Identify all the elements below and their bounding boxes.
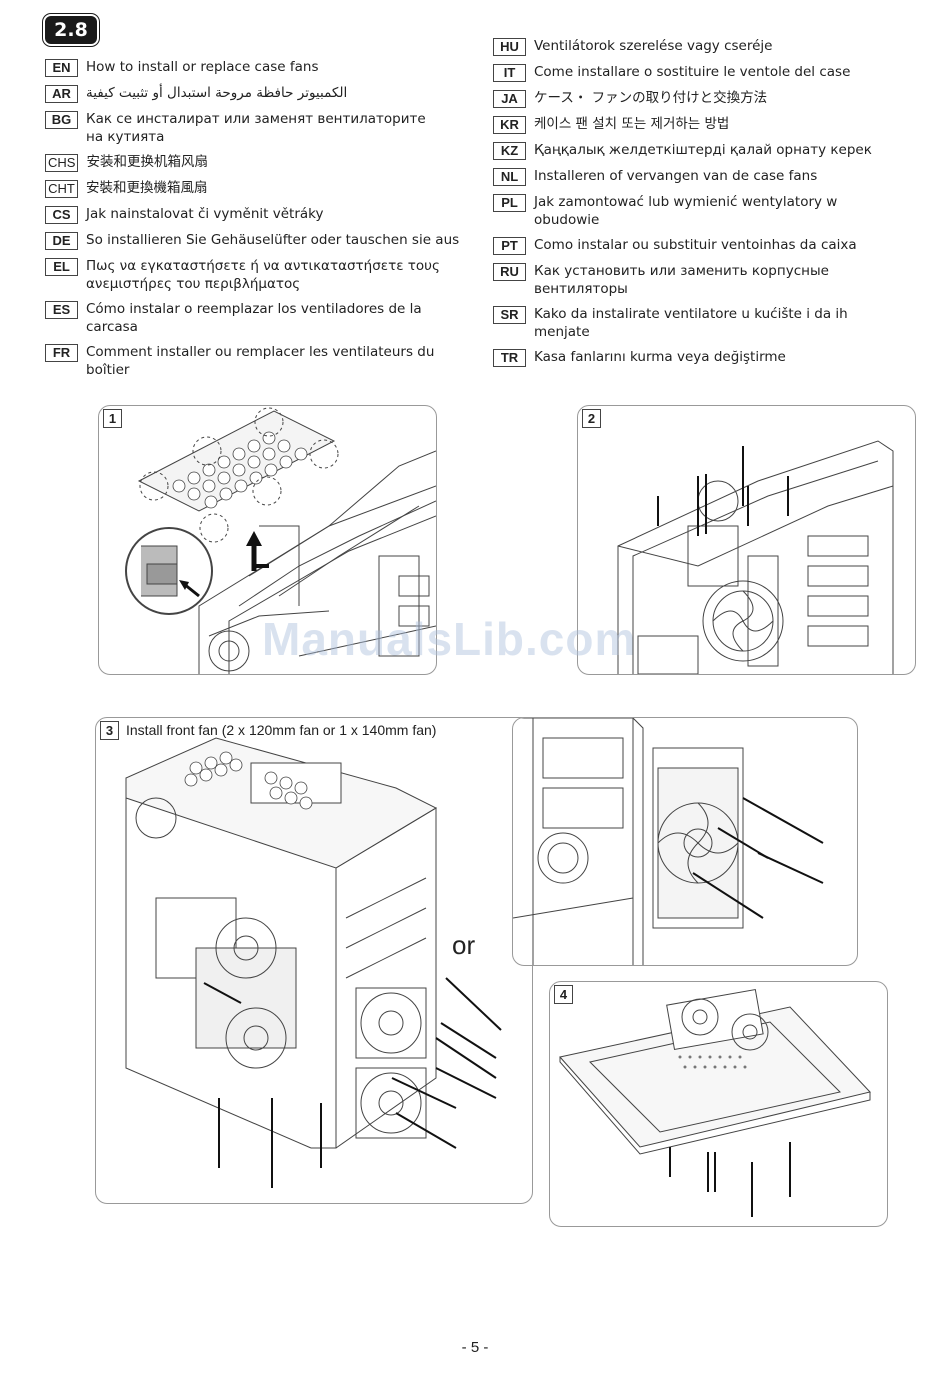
- step-3-caption: Install front fan (2 x 120mm fan or 1 x …: [126, 722, 437, 738]
- lang-code: DE: [45, 232, 78, 250]
- lang-row-tr: TR Kasa fanlarını kurma veya değiştirme: [493, 348, 913, 367]
- lang-code: SR: [493, 306, 526, 324]
- step-3-illustration: [125, 737, 502, 1188]
- step-1-panel: 1: [98, 405, 437, 675]
- lang-code: KZ: [493, 142, 526, 160]
- lang-row-pt: PT Como instalar ou substituir ventoinhas…: [493, 236, 913, 255]
- lang-text: Как установить или заменить корпусные ве…: [534, 263, 829, 297]
- step-1-illustration: [125, 407, 436, 674]
- lang-row-chs: CHS 安装和更换机箱风扇: [45, 153, 485, 172]
- lang-row-es: ES Cómo instalar o reemplazar los ventila…: [45, 300, 485, 336]
- lang-text: So installieren Sie Gehäuselüfter oder t…: [86, 232, 460, 248]
- lang-text: Come installare o sostituire le ventole …: [534, 64, 851, 80]
- step-3-detail-illustration: [513, 718, 824, 965]
- step-4-illustration: [559, 988, 871, 1217]
- lang-row-nl: NL Installeren of vervangen van de case f…: [493, 167, 913, 186]
- lang-code: IT: [493, 64, 526, 82]
- lang-row-el: EL Πως να εγκαταστήσετε ή να αντικαταστήσ…: [45, 257, 485, 293]
- lang-row-pl: PL Jak zamontować lub wymienić wentylator…: [493, 193, 913, 229]
- lang-row-kz: KZ Қаңқалық желдеткіштерді қалай орнату к…: [493, 141, 913, 160]
- lang-text: 安装和更换机箱风扇: [86, 154, 208, 170]
- lang-row-de: DE So installieren Sie Gehäuselüfter oder…: [45, 231, 485, 250]
- lang-code: EL: [45, 258, 78, 276]
- lang-row-sr: SR Kako da instalirate ventilatore u kući…: [493, 305, 913, 341]
- lang-code: FR: [45, 344, 78, 362]
- step-number: 1: [103, 409, 122, 428]
- lang-text: Como instalar ou substituir ventoinhas d…: [534, 237, 857, 253]
- page-number: - 5 -: [461, 1339, 489, 1356]
- lang-text: Как се инсталират или заменят вентилатор…: [86, 111, 426, 145]
- lang-text: Ventilátorok szerelése vagy cseréje: [534, 38, 773, 54]
- lang-text: 安裝和更換機箱風扇: [86, 180, 208, 196]
- language-list-left: EN How to install or replace case fans AR…: [45, 58, 485, 386]
- watermark: ManualsLib.com: [262, 613, 637, 665]
- section-number-badge: 2.8: [45, 16, 97, 44]
- lang-row-it: IT Come installare o sostituire le ventol…: [493, 63, 913, 82]
- step-2-panel: 2: [577, 405, 916, 675]
- lang-code: BG: [45, 111, 78, 129]
- lang-text: Kako da instalirate ventilatore u kućišt…: [534, 306, 848, 340]
- lang-row-en: EN How to install or replace case fans: [45, 58, 485, 77]
- lang-row-hu: HU Ventilátorok szerelése vagy cseréje: [493, 37, 913, 56]
- lang-row-kr: KR 케이스 팬 설치 또는 제거하는 방법: [493, 115, 913, 134]
- lang-text: Πως να εγκαταστήσετε ή να αντικαταστήσετ…: [86, 258, 440, 292]
- lang-code: AR: [45, 85, 78, 103]
- lang-text: 케이스 팬 설치 또는 제거하는 방법: [534, 116, 730, 132]
- lang-code: NL: [493, 168, 526, 186]
- lang-row-bg: BG Как се инсталират или заменят вентилат…: [45, 110, 485, 146]
- lang-row-fr: FR Comment installer ou remplacer les ven…: [45, 343, 485, 379]
- lang-text: Jak nainstalovat či vyměnit větráky: [86, 206, 324, 222]
- lang-code: CHT: [45, 180, 78, 198]
- lang-row-cs: CS Jak nainstalovat či vyměnit větráky: [45, 205, 485, 224]
- lang-code: ES: [45, 301, 78, 319]
- lang-code: CHS: [45, 154, 79, 172]
- lang-text: Cómo instalar o reemplazar los ventilado…: [86, 301, 422, 335]
- lang-code: PL: [493, 194, 526, 212]
- lang-row-ar: AR الكمبيوتر حافظة مروحة استبدال أو تثبيت…: [45, 84, 485, 103]
- lang-text: How to install or replace case fans: [86, 59, 319, 75]
- lang-text: ケース・ ファンの取り付けと交換方法: [534, 90, 768, 106]
- language-list-right: HU Ventilátorok szerelése vagy cseréje IT…: [493, 37, 913, 374]
- step-number: 4: [554, 985, 573, 1004]
- lang-code: KR: [493, 116, 526, 134]
- lang-text: Kasa fanlarını kurma veya değiştirme: [534, 349, 786, 365]
- lang-code: HU: [493, 38, 526, 56]
- step-number: 2: [582, 409, 601, 428]
- lang-row-cht: CHT 安裝和更換機箱風扇: [45, 179, 485, 198]
- lang-text: Comment installer ou remplacer les venti…: [86, 344, 435, 378]
- lang-code: PT: [493, 237, 526, 255]
- or-label: or: [452, 930, 476, 960]
- step-3-detail-panel: [512, 717, 858, 966]
- lang-row-ja: JA ケース・ ファンの取り付けと交換方法: [493, 89, 913, 108]
- step-number: 3: [100, 721, 119, 740]
- lang-text: الكمبيوتر حافظة مروحة استبدال أو تثبيت ك…: [86, 85, 348, 101]
- lang-row-ru: RU Как установить или заменить корпусные …: [493, 262, 913, 298]
- step-2-illustration: [617, 440, 894, 674]
- step-4-panel: 4: [549, 981, 888, 1227]
- lang-code: TR: [493, 349, 526, 367]
- lang-text: Installeren of vervangen van de case fan…: [534, 168, 818, 184]
- lang-code: JA: [493, 90, 526, 108]
- lang-code: RU: [493, 263, 526, 281]
- lang-code: CS: [45, 206, 78, 224]
- lang-text: Jak zamontować lub wymienić wentylatory …: [534, 194, 838, 228]
- lang-text: Қаңқалық желдеткіштерді қалай орнату кер…: [534, 142, 872, 158]
- lang-code: EN: [45, 59, 78, 77]
- step-3-panel: 3 Install front fan (2 x 120mm fan or 1 …: [95, 717, 533, 1204]
